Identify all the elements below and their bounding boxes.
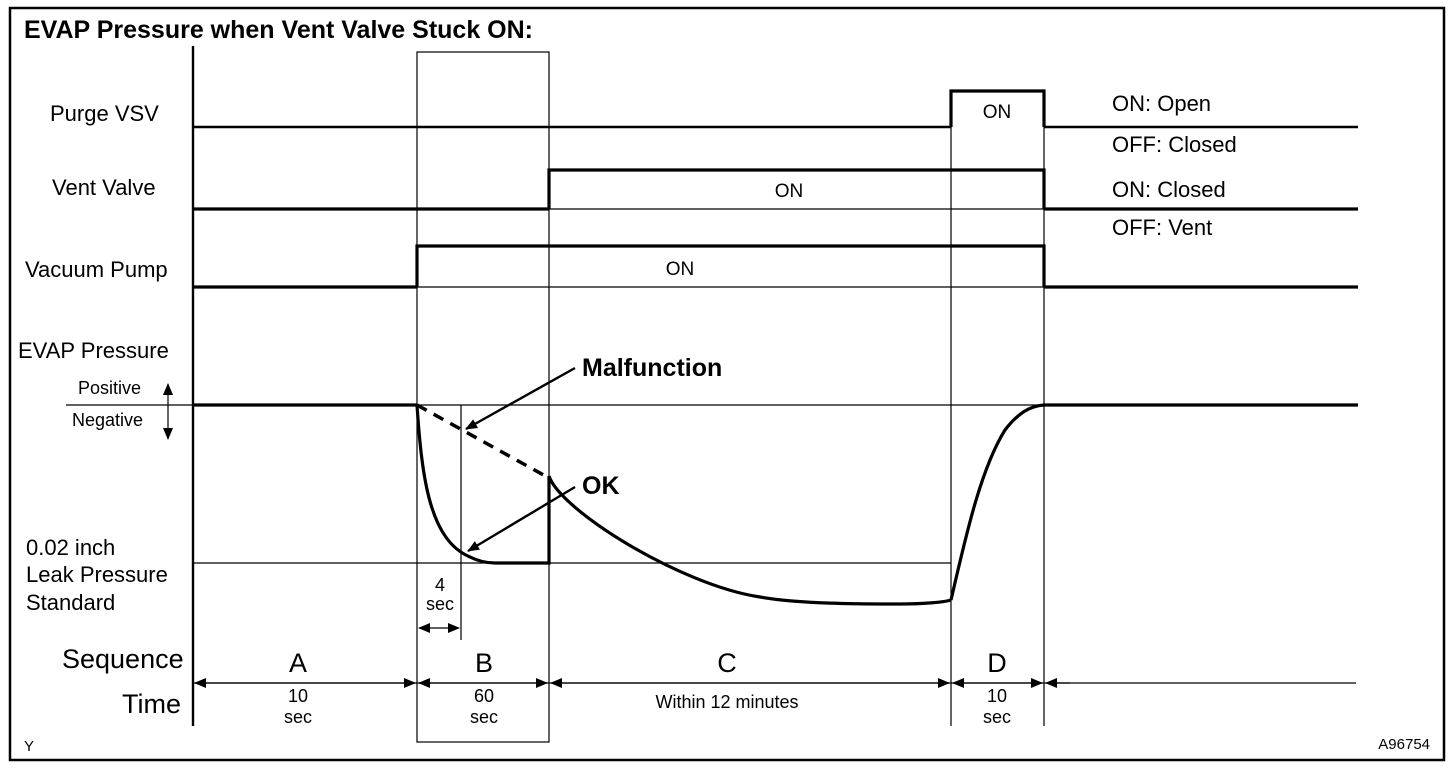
four-sec-value: 4 — [435, 575, 445, 595]
time-a-value: 10 — [288, 686, 308, 706]
ok-arrow — [467, 485, 576, 553]
vent-valve-on-pulse — [547, 168, 1046, 209]
phase-c-curve — [547, 475, 952, 606]
vacuum-pump-on-label: ON — [666, 259, 695, 280]
sequence-letter-b: B — [475, 648, 493, 678]
pressure-positive-label: Positive — [78, 378, 141, 398]
row-label-vacuum-pump: Vacuum Pump — [25, 257, 168, 282]
time-label: Time — [122, 689, 181, 719]
time-a-unit: sec — [284, 707, 312, 727]
sequence-letter-c: C — [717, 648, 737, 678]
leak-standard-line3: Standard — [26, 590, 115, 615]
leak-standard-line2: Leak Pressure — [26, 562, 168, 587]
four-sec-unit: sec — [426, 594, 454, 614]
phase-d-recovery-curve — [949, 403, 1045, 601]
note-purge-on: ON: Open — [1112, 91, 1211, 116]
row-label-vent-valve: Vent Valve — [52, 175, 156, 200]
diagram-title: EVAP Pressure when Vent Valve Stuck ON: — [24, 16, 533, 44]
vent-valve-on-label: ON — [775, 181, 804, 202]
figure-code: A96754 — [1378, 736, 1430, 753]
note-vent-off: OFF: Vent — [1112, 215, 1212, 240]
row-label-evap-pressure: EVAP Pressure — [18, 338, 169, 363]
corner-label-y: Y — [24, 738, 34, 755]
time-b-value: 60 — [474, 686, 494, 706]
malfunction-curve — [416, 403, 550, 480]
time-c-value: Within 12 minutes — [655, 692, 798, 712]
purge-vsv-on-label: ON — [983, 102, 1012, 123]
leak-standard-line1: 0.02 inch — [26, 535, 115, 560]
row-label-purge-vsv: Purge VSV — [50, 101, 159, 126]
time-b-unit: sec — [470, 707, 498, 727]
sequence-letter-d: D — [987, 648, 1007, 678]
note-vent-on: ON: Closed — [1112, 177, 1226, 202]
sequence-label: Sequence — [62, 644, 184, 674]
note-purge-off: OFF: Closed — [1112, 132, 1237, 157]
ok-curve — [415, 404, 551, 565]
time-d-value: 10 — [987, 686, 1007, 706]
pressure-negative-label: Negative — [72, 410, 143, 430]
phase-b-box — [416, 51, 550, 743]
outer-frame — [8, 6, 1446, 762]
time-d-unit: sec — [983, 707, 1011, 727]
malfunction-arrow — [465, 366, 576, 431]
sequence-letter-a: A — [289, 648, 307, 678]
purge-vsv-on-pulse — [949, 89, 1046, 127]
vacuum-pump-on-pulse — [415, 244, 1046, 287]
ok-label: OK — [582, 472, 620, 500]
malfunction-label: Malfunction — [582, 354, 722, 382]
